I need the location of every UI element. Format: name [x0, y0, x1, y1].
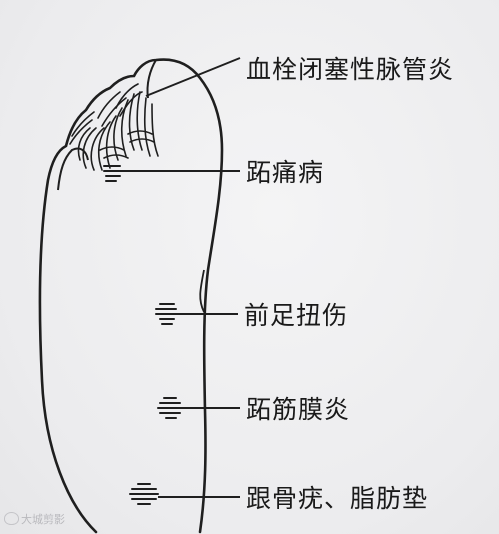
label-toe-pain: 跖痛病 [246, 158, 325, 187]
watermark: 大城剪影 [4, 511, 65, 527]
toe-crease [199, 269, 205, 313]
label-heel-spur-fat-pad: 跟骨疣、脂肪垫 [246, 484, 429, 513]
label-forefoot-sprain: 前足扭伤 [244, 301, 349, 330]
watermark-logo-icon [4, 512, 19, 525]
watermark-text: 大城剪影 [21, 513, 65, 526]
toe-hatching [69, 83, 159, 171]
foot-outline [38, 58, 224, 534]
marker-heel-spur [129, 483, 159, 505]
marker-plantar-fasciitis [157, 397, 183, 419]
toe-crease [57, 147, 89, 191]
label-thromboangiitis: 血栓闭塞性脉管炎 [246, 55, 455, 84]
marker-forefoot-sprain [155, 303, 179, 325]
label-plantar-fasciitis: 跖筋膜炎 [246, 395, 351, 424]
leader-line-thromboangiitis [145, 57, 241, 97]
marker-toe-pain [103, 165, 125, 182]
